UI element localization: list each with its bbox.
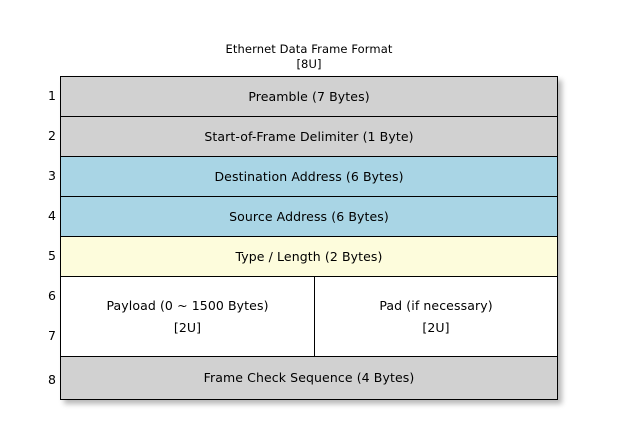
frame-field-start-of-frame-delimiter: Start-of-Frame Delimiter (1 Byte) bbox=[61, 117, 557, 157]
frame-field-pad: Pad (if necessary) [2U] bbox=[315, 277, 557, 356]
frame-field-pad-unit: [2U] bbox=[422, 319, 450, 335]
row-number-5: 5 bbox=[48, 248, 56, 263]
row-number-8: 8 bbox=[48, 372, 56, 387]
frame-format-table: Preamble (7 Bytes) Start-of-Frame Delimi… bbox=[60, 76, 558, 400]
row-number-3: 3 bbox=[48, 168, 56, 183]
frame-field-type-length: Type / Length (2 Bytes) bbox=[61, 237, 557, 277]
row-number-2: 2 bbox=[48, 128, 56, 143]
frame-field-preamble-label: Preamble (7 Bytes) bbox=[248, 88, 370, 104]
frame-field-payload-pad-section: Payload (0 ~ 1500 Bytes) [2U] Pad (if ne… bbox=[61, 277, 557, 357]
frame-field-source-address-label: Source Address (6 Bytes) bbox=[229, 208, 389, 224]
row-number-7: 7 bbox=[48, 328, 56, 343]
title-unit-label: [8U] bbox=[296, 57, 322, 71]
frame-field-preamble: Preamble (7 Bytes) bbox=[61, 77, 557, 117]
frame-field-start-of-frame-delimiter-label: Start-of-Frame Delimiter (1 Byte) bbox=[204, 128, 414, 144]
row-number-4: 4 bbox=[48, 208, 56, 223]
frame-field-destination-address-label: Destination Address (6 Bytes) bbox=[214, 168, 404, 184]
frame-field-payload-label: Payload (0 ~ 1500 Bytes) bbox=[106, 297, 269, 313]
frame-field-frame-check-sequence-label: Frame Check Sequence (4 Bytes) bbox=[203, 370, 415, 385]
frame-field-type-length-label: Type / Length (2 Bytes) bbox=[235, 248, 383, 264]
frame-field-payload-unit: [2U] bbox=[173, 319, 202, 335]
frame-field-payload: Payload (0 ~ 1500 Bytes) [2U] bbox=[61, 277, 315, 356]
row-number-1: 1 bbox=[48, 88, 56, 103]
diagram-title-block: Ethernet Data Frame Format [8U] bbox=[60, 42, 558, 72]
frame-field-frame-check-sequence: Frame Check Sequence (4 Bytes) bbox=[61, 357, 557, 399]
frame-field-pad-label: Pad (if necessary) bbox=[379, 297, 493, 313]
frame-field-source-address: Source Address (6 Bytes) bbox=[61, 197, 557, 237]
page-title: Ethernet Data Frame Format bbox=[225, 42, 393, 56]
frame-field-destination-address: Destination Address (6 Bytes) bbox=[61, 157, 557, 197]
row-number-6: 6 bbox=[48, 288, 56, 303]
